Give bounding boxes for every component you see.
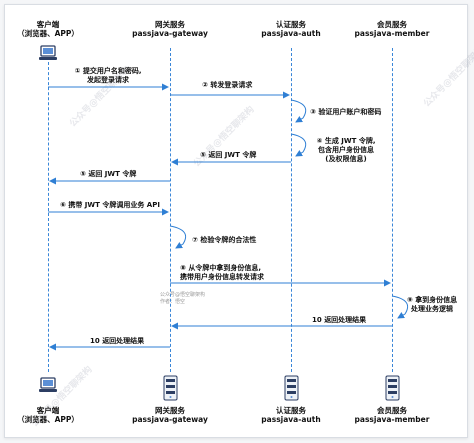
arrow-7-self (169, 225, 187, 249)
small-watermark: 公众号@悟空聊架构 作者：悟空 (160, 292, 206, 305)
message-5b-label: ⑤ 返回 JWT 令牌 (80, 170, 137, 178)
message-10a-label: 10 返回处理结果 (312, 316, 367, 324)
lifeline-gateway (170, 48, 171, 372)
message-4-label: ④ 生成 JWT 令牌, 包含用户身份信息 (及权限信息) (316, 137, 376, 163)
actor-client-top: 客户端 （浏览器、APP） (17, 20, 79, 38)
arrow-3-self (290, 99, 307, 123)
computer-icon (39, 377, 57, 392)
server-icon (163, 375, 178, 401)
lifeline-client (48, 62, 49, 372)
actor-client-bottom: 客户端 （浏览器、APP） (17, 406, 79, 424)
message-1-label: ① 提交用户名和密码, 发起登录请求 (74, 67, 142, 84)
lifeline-auth (291, 48, 292, 372)
actor-auth-bottom: 认证服务 passjava-auth (261, 406, 321, 424)
actor-gateway-top: 网关服务 passjava-gateway (132, 20, 208, 38)
actor-gateway-bottom: 网关服务 passjava-gateway (132, 406, 208, 424)
message-8-label: ⑧ 从令牌中拿到身份信息, 携带用户身份信息转发请求 (180, 264, 264, 281)
arrow-4-self (290, 133, 307, 157)
message-3-label: ③ 验证用户账户和密码 (310, 108, 382, 116)
message-9-label: ⑨ 拿到身份信息 处理业务逻辑 (406, 296, 458, 313)
message-10b-label: 10 返回处理结果 (90, 337, 145, 345)
diagram-frame (4, 4, 468, 438)
lifeline-member (392, 48, 393, 372)
message-7-label: ⑦ 检验令牌的合法性 (192, 236, 257, 244)
computer-icon (39, 45, 57, 60)
message-5a-label: ⑤ 返回 JWT 令牌 (200, 151, 257, 159)
server-icon (284, 375, 299, 401)
server-icon (385, 375, 400, 401)
arrow-9-self (391, 295, 409, 319)
actor-member-bottom: 会员服务 passjava-member (354, 406, 430, 424)
message-2-label: ② 转发登录请求 (202, 81, 253, 89)
message-6-label: ⑥ 携带 JWT 令牌调用业务 API (60, 201, 160, 209)
actor-auth-top: 认证服务 passjava-auth (261, 20, 321, 38)
actor-member-top: 会员服务 passjava-member (354, 20, 430, 38)
